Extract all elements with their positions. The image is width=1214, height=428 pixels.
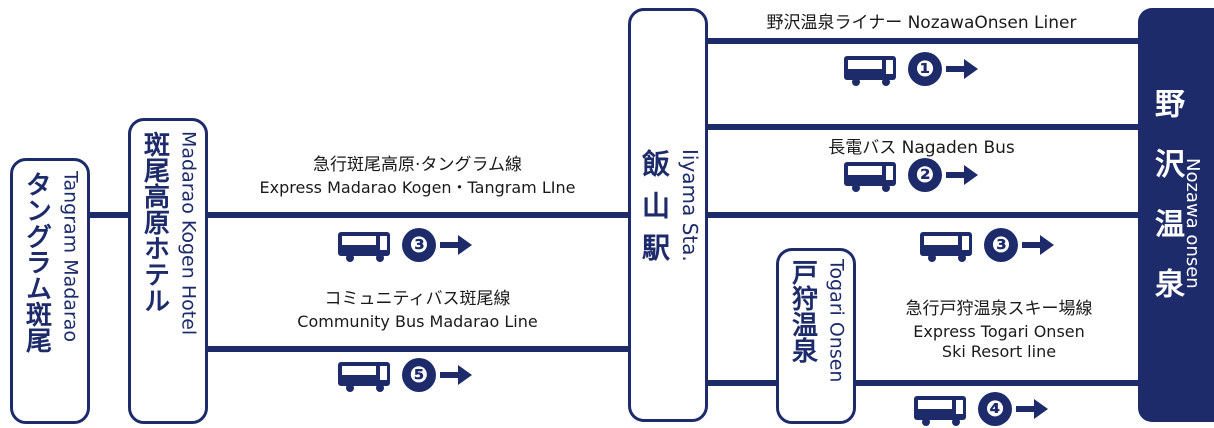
route-label-nagaden: 長電バス Nagaden Bus — [705, 137, 1138, 160]
bus-icon — [920, 232, 972, 262]
route-number-badge: ❷ — [908, 158, 942, 192]
arrow-right-icon — [1022, 235, 1054, 255]
stop-togari-en: Togari Onsen — [825, 259, 848, 383]
arrow-right-icon — [946, 59, 978, 79]
stop-iiyama-en: Iiyama Sta. — [678, 149, 702, 262]
route-number-badge: ❸ — [984, 228, 1018, 262]
route-line-iiyama-togari-lower — [705, 380, 777, 386]
stop-tangram-ja: タングラム斑尾 — [21, 171, 52, 353]
route-line-madarao-iiyama-community — [205, 346, 630, 352]
arrow-right-icon — [1016, 399, 1048, 419]
arrow-right-icon — [440, 365, 472, 385]
bus-marker-1-nozawa-liner: ❶ — [842, 52, 978, 86]
stop-nozawa-en: Nozawa onsen — [1182, 158, 1203, 289]
route-express-togari-ja: 急行戸狩温泉スキー場線 — [905, 299, 1093, 319]
stop-tangram-en: Tangram Madarao — [59, 171, 82, 343]
stop-madarao-ja: 斑尾高原ホテル — [139, 131, 170, 313]
bus-icon — [338, 362, 390, 392]
route-community-en: Community Bus Madarao Line — [297, 311, 538, 331]
route-label-express-madarao: 急行斑尾高原·タングラム線 Express Madarao Kogen・Tang… — [205, 155, 630, 199]
route-nozawa-liner-text: 野沢温泉ライナー NozawaOnsen Liner — [766, 13, 1077, 33]
stop-tangram-madarao: Tangram Madarao タングラム斑尾 — [10, 158, 90, 424]
bus-marker-4-express-togari: ❹ — [912, 392, 1048, 426]
route-number-badge: ❶ — [908, 52, 942, 86]
route-express-togari-en1: Express Togari Onsen — [913, 321, 1085, 341]
bus-icon — [338, 232, 390, 262]
stop-nozawa-onsen: 野沢温泉 Nozawa onsen — [1138, 8, 1214, 422]
bus-marker-2-nagaden: ❷ — [842, 158, 978, 192]
route-number-badge: ❸ — [402, 228, 436, 262]
stop-iiyama-ja: 飯山駅 — [638, 149, 671, 275]
route-label-express-togari: 急行戸狩温泉スキー場線 Express Togari Onsen Ski Res… — [860, 298, 1138, 362]
route-number-badge: ❹ — [978, 392, 1012, 426]
route-label-nozawa-liner: 野沢温泉ライナー NozawaOnsen Liner — [705, 12, 1138, 35]
arrow-right-icon — [440, 235, 472, 255]
route-line-togari-nozawa — [853, 380, 1138, 386]
bus-icon — [844, 56, 896, 86]
route-line-tangram-madarao — [88, 212, 130, 218]
route-line-madarao-iiyama-express — [205, 212, 630, 218]
stop-nozawa-ja: 野沢温泉 — [1149, 88, 1184, 328]
route-express-madarao-en: Express Madarao Kogen・Tangram LIne — [259, 177, 576, 197]
stop-iiyama-station: Iiyama Sta. 飯山駅 — [628, 8, 708, 422]
stop-togari-onsen: Togari Onsen 戸狩温泉 — [776, 248, 856, 424]
bus-marker-3-iiyama-togari: ❸ — [918, 228, 1054, 262]
stop-madarao-kogen-hotel: Madarao Kogen Hotel 斑尾高原ホテル — [128, 118, 208, 424]
route-line-iiyama-togari — [705, 212, 1138, 218]
route-nagaden-text: 長電バス Nagaden Bus — [828, 138, 1015, 158]
bus-icon — [844, 162, 896, 192]
route-express-togari-en2: Ski Resort line — [941, 341, 1057, 361]
bus-marker-5-community: ❺ — [336, 358, 472, 392]
route-number-badge: ❺ — [402, 358, 436, 392]
bus-marker-3-express-madarao: ❸ — [336, 228, 472, 262]
stop-togari-ja: 戸狩温泉 — [787, 259, 818, 363]
route-line-nozawa-liner — [705, 38, 1138, 44]
route-express-madarao-ja: 急行斑尾高原·タングラム線 — [313, 155, 522, 175]
route-community-ja: コミュニティバス斑尾線 — [324, 289, 511, 309]
stop-madarao-en: Madarao Kogen Hotel — [177, 131, 200, 336]
bus-icon — [914, 396, 966, 426]
arrow-right-icon — [946, 165, 978, 185]
route-label-community: コミュニティバス斑尾線 Community Bus Madarao Line — [205, 288, 630, 333]
route-line-nagaden — [705, 124, 1138, 130]
